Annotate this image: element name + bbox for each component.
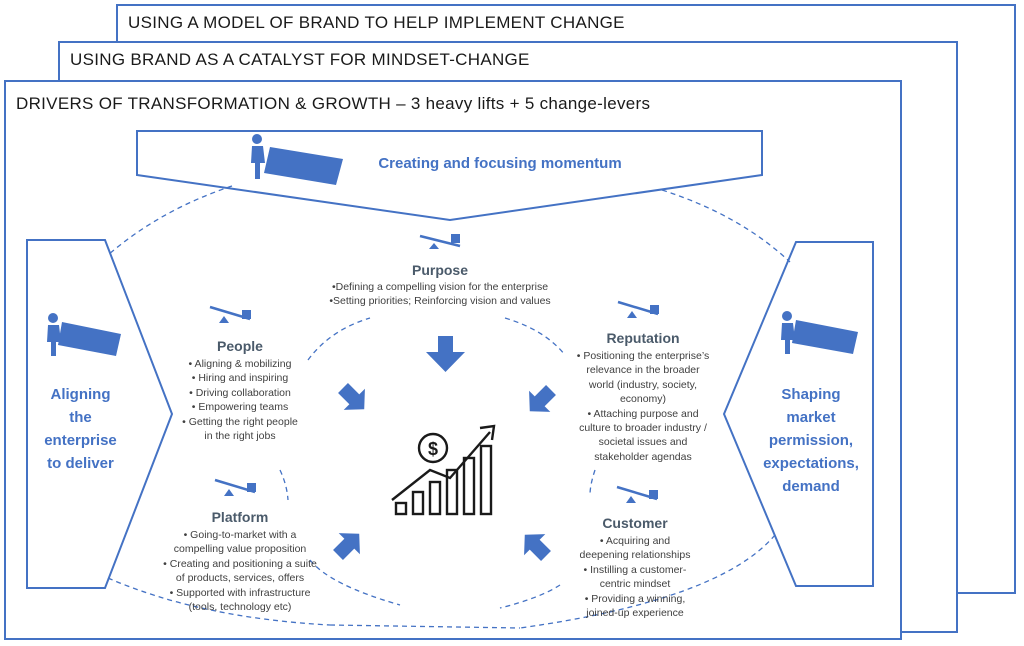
reputation-bullet: societal issues and — [598, 436, 688, 449]
people-lever-icon — [209, 305, 251, 323]
reputation-lever: Reputation • Positioning the enterprise’… — [558, 330, 728, 464]
arrow-down-left-icon — [529, 385, 556, 412]
top-person-pushing-block-icon — [251, 134, 343, 185]
customer-bullet: • Providing a winning, — [584, 592, 686, 605]
inner-dashed-ring — [279, 317, 596, 609]
reputation-title: Reputation — [606, 330, 680, 346]
customer-bullet: centric mindset — [599, 578, 671, 591]
right-person-pushing-block-icon — [781, 311, 858, 354]
purpose-lever-icon — [419, 234, 461, 249]
reputation-bullet: • Positioning the enterprise’s — [576, 350, 710, 362]
middle-layer-title: USING BRAND AS A CATALYST FOR MINDSET-CH… — [70, 50, 530, 69]
platform-title: Platform — [211, 509, 269, 525]
platform-bullet: compelling value proposition — [173, 543, 307, 556]
people-bullet: • Empowering teams — [191, 401, 289, 414]
left-lift-label: Aligning the enterprise to deliver — [44, 386, 117, 472]
customer-lever: Customer • Acquiring and deepening relat… — [560, 515, 710, 620]
arrow-up-right-icon — [333, 533, 360, 560]
platform-bullet: of products, services, offers — [175, 572, 305, 585]
top-lift-label: Creating and focusing momentum — [378, 155, 622, 172]
customer-bullet: • Acquiring and — [599, 535, 671, 547]
person-pushing-block-icons — [47, 134, 858, 356]
converging-arrows — [333, 336, 556, 561]
arrow-down-icon — [426, 336, 465, 372]
platform-bullet: • Supported with infrastructure — [169, 586, 311, 599]
reputation-bullet: economy) — [619, 393, 667, 406]
right-lift-label: Shaping market permission, expectations,… — [763, 386, 859, 495]
front-layer-title: DRIVERS OF TRANSFORMATION & GROWTH – 3 h… — [16, 94, 651, 113]
customer-bullet: • Instilling a customer- — [583, 563, 687, 576]
back-layer-title: USING A MODEL OF BRAND TO HELP IMPLEMENT… — [128, 13, 625, 32]
arrow-up-left-icon — [524, 534, 551, 561]
platform-lever: Platform • Going-to-market with a compel… — [150, 509, 330, 614]
reputation-lever-icon — [617, 300, 659, 318]
people-bullet: in the right jobs — [204, 430, 276, 443]
platform-lever-icon — [214, 478, 256, 496]
reputation-bullet: stakeholder agendas — [594, 450, 692, 463]
arrow-down-right-icon — [338, 383, 365, 410]
reputation-bullet: relevance in the broader — [586, 364, 700, 377]
people-bullet: • Driving collaboration — [189, 386, 291, 399]
customer-lever-icon — [616, 485, 658, 503]
outer-dashed-ring — [107, 185, 791, 629]
people-bullet: • Hiring and inspiring — [191, 372, 289, 385]
svg-text:$: $ — [428, 439, 438, 459]
purpose-title: Purpose — [411, 262, 468, 278]
top-lift-chevron — [136, 130, 763, 222]
platform-bullet: • Creating and positioning a suite — [163, 557, 317, 570]
customer-title: Customer — [602, 515, 668, 531]
purpose-bullet: •Defining a compelling vision for the en… — [331, 281, 549, 293]
people-bullet: • Getting the right people — [182, 415, 298, 428]
left-person-pushing-block-icon — [47, 313, 121, 356]
people-title: People — [217, 338, 263, 354]
seesaw-lever-icons — [209, 234, 659, 503]
purpose-lever: Purpose •Defining a compelling vision fo… — [300, 262, 580, 309]
reputation-bullet: culture to broader industry / — [579, 422, 707, 435]
growth-chart-dollar-icon: $ — [391, 424, 496, 516]
customer-bullet: deepening relationships — [579, 549, 691, 562]
reputation-bullet: world (industry, society, — [588, 378, 698, 391]
platform-bullet: • Going-to-market with a — [183, 529, 297, 541]
customer-bullet: joined-up experience — [586, 607, 684, 620]
purpose-bullet: •Setting priorities; Reinforcing vision … — [329, 295, 551, 308]
platform-bullet: (tools, technology etc) — [188, 601, 292, 614]
people-bullet: • Aligning & mobilizing — [188, 358, 292, 370]
people-lever: People • Aligning & mobilizing • Hiring … — [160, 338, 320, 443]
reputation-bullet: • Attaching purpose and — [587, 407, 699, 420]
